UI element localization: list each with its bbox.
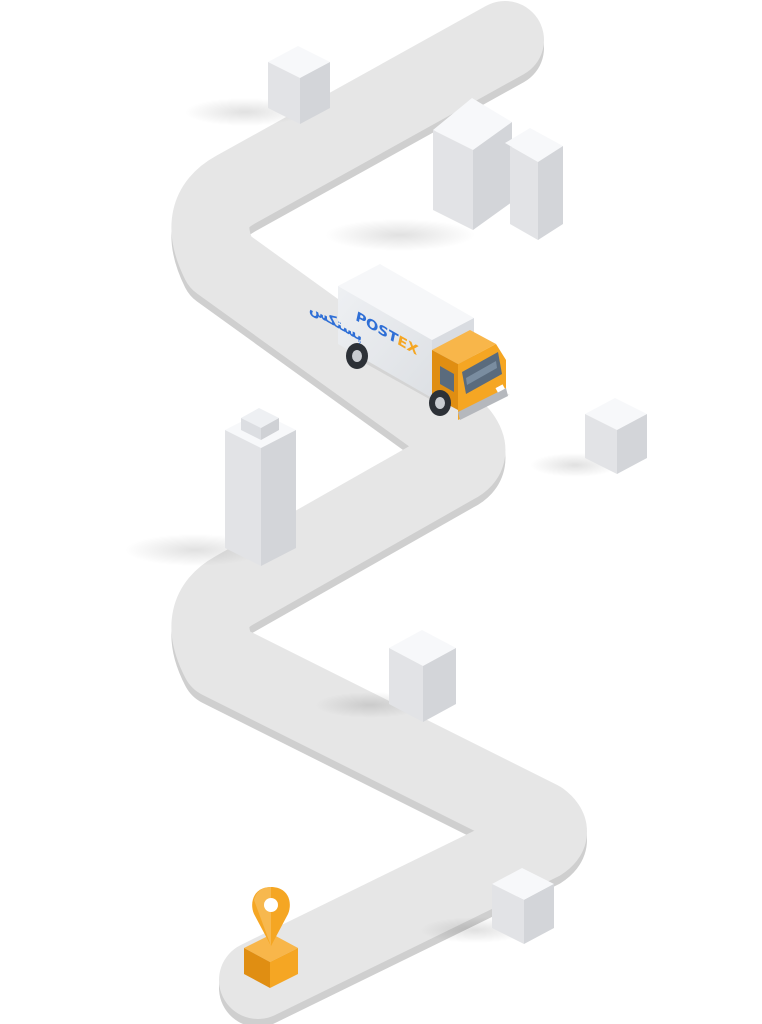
package-box (244, 934, 298, 988)
destination-marker (244, 887, 298, 988)
delivery-truck: POSTEX پستکس (309, 264, 510, 420)
truck-cab-top (432, 330, 496, 364)
building-cube-middle (389, 630, 456, 722)
building-cube-bottom-right (492, 868, 554, 944)
truck-headlight (495, 384, 505, 393)
location-pin-icon (252, 887, 290, 946)
winding-road (171, 1, 587, 1024)
road-surface (171, 1, 587, 1019)
truck-cargo-top (338, 264, 474, 340)
truck-wheel-rear (346, 343, 368, 369)
building-tower-left (225, 408, 296, 566)
truck-cargo-side (338, 286, 432, 398)
truck-side-window (440, 366, 454, 392)
building-cube-right (585, 398, 647, 474)
building-large-block (433, 98, 563, 240)
building-cube-top-left (268, 46, 330, 124)
truck-wheel-front (429, 390, 451, 416)
